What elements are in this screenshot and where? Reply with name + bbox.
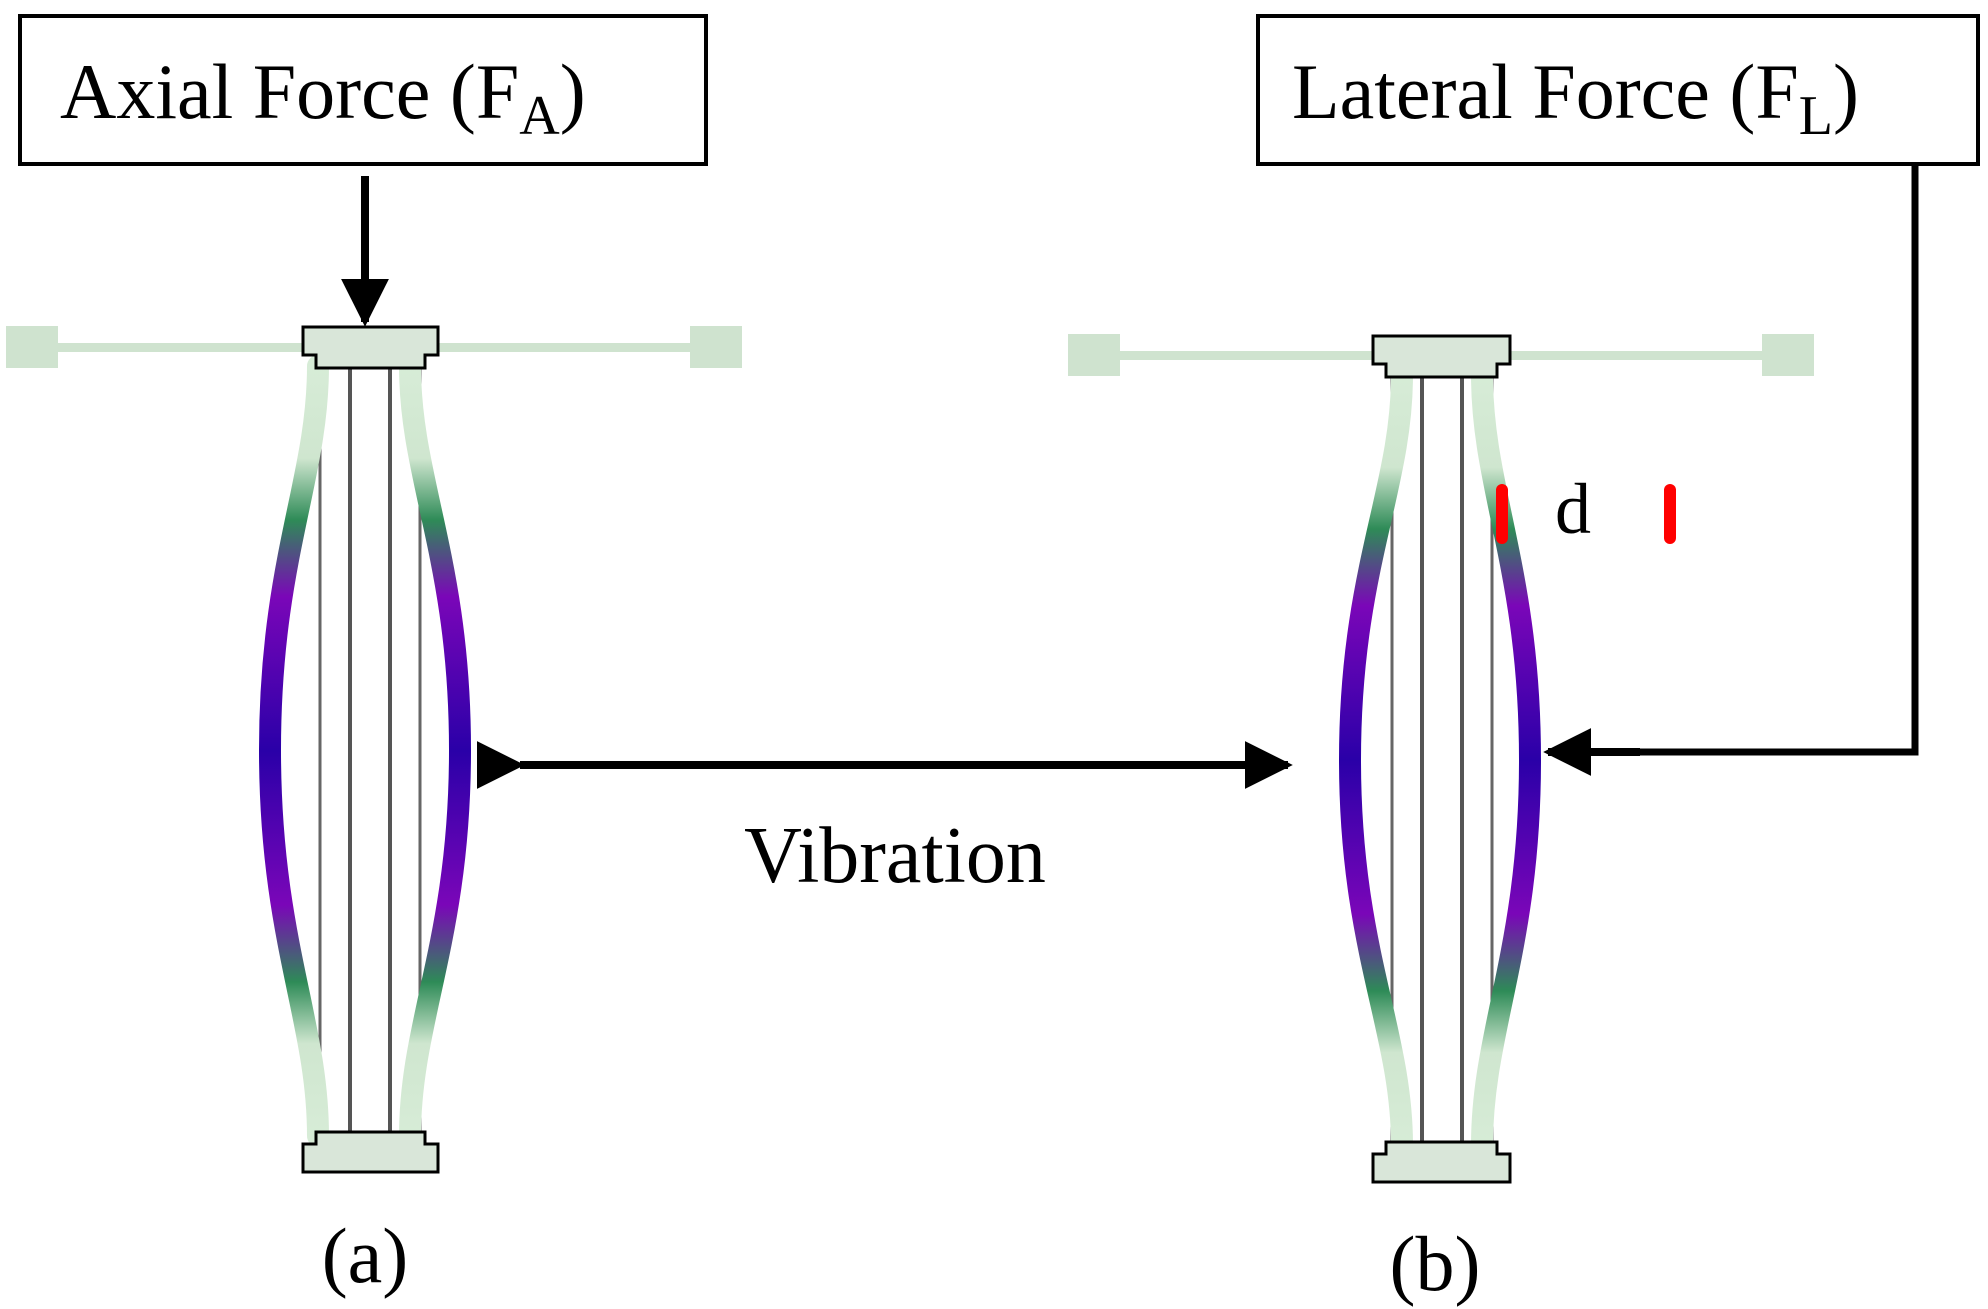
resonator-b (1068, 334, 1814, 1184)
resonator-b-bottom-cap (1371, 1140, 1512, 1184)
vibration-label: Vibration (744, 812, 1046, 900)
resonator-b-left-beam (1338, 364, 1413, 1156)
resonator-a-right-anchor (690, 326, 742, 368)
lateral-force-label-box: Lateral Force (FL) (1256, 14, 1980, 166)
lateral-force-label: Lateral Force (F (1292, 48, 1799, 135)
lateral-force-subscript: L (1799, 85, 1833, 147)
svg-text:Axial Force (FA): Axial Force (FA) (60, 48, 586, 147)
lateral-force-close: ) (1833, 48, 1859, 135)
resonator-a-top-cap (301, 325, 440, 370)
resonator-b-right-beam (1471, 364, 1542, 1156)
resonator-a (6, 325, 742, 1174)
axial-force-close: ) (560, 48, 586, 135)
axial-force-label-box: Axial Force (FA) (18, 14, 708, 166)
axial-force-subscript: A (519, 85, 560, 147)
resonator-b-right-arm (1508, 351, 1773, 360)
resonator-b-right-anchor (1762, 334, 1814, 376)
panel-b-label: (b) (1390, 1220, 1481, 1307)
resonator-a-left-arm (50, 343, 310, 352)
resonator-a-left-beam (258, 355, 329, 1147)
resonator-a-inner-frame (348, 364, 392, 1138)
resonator-a-left-anchor (6, 326, 58, 368)
resonator-b-left-anchor (1068, 334, 1120, 376)
resonator-a-bottom-cap (301, 1130, 440, 1174)
resonator-a-right-arm (438, 343, 698, 352)
svg-text:Lateral Force (FL): Lateral Force (FL) (1292, 48, 1859, 147)
resonator-b-left-arm (1115, 351, 1380, 360)
lateral-force-connector (1600, 164, 1919, 756)
resonator-b-top-cap (1371, 334, 1512, 379)
panel-a-label: (a) (322, 1212, 409, 1299)
axial-force-label: Axial Force (F (60, 48, 519, 135)
resonator-b-inner-frame (1420, 373, 1464, 1147)
gap-label: d (1555, 469, 1591, 549)
resonator-a-right-beam (399, 355, 472, 1147)
